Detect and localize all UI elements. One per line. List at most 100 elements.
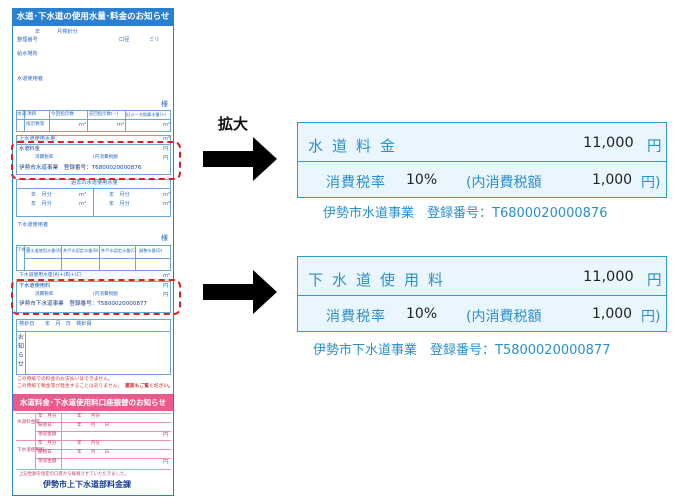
m3-unit-3: m³ <box>163 122 171 128</box>
water-panel-title: 水道料金 <box>308 137 405 155</box>
water-tax-yen: 円 <box>163 155 169 161</box>
sewer-registration: 伊勢市下水道事業 登録番号：T5800020000877 <box>19 301 147 307</box>
notice-box <box>16 319 171 375</box>
past-month-3: 年 月分 <box>31 201 52 207</box>
notice-char-1: 知 <box>18 343 25 350</box>
past-month-4: 年 月分 <box>109 201 130 207</box>
sewer-fee-box <box>16 281 171 313</box>
period-label: 月検針分 <box>57 29 78 35</box>
water-usage-label: 上水道使用水量 <box>19 136 56 142</box>
m3-unit-4: m³ <box>163 136 171 142</box>
autodebit-sewer-date-val: 年 月 日 <box>77 450 110 455</box>
past-m3-3: m³ <box>79 201 87 207</box>
m3-unit-2: m³ <box>117 122 125 128</box>
sewer-panel-yen: 円 <box>647 273 662 289</box>
supply-place-label: 給水場所 <box>17 51 38 57</box>
sewer-tax-in-label: (内消費税額 <box>93 292 118 297</box>
notice-char-2: ら <box>18 352 25 359</box>
m3-unit-1: m³ <box>79 122 87 128</box>
past-usage-title: 過去の水道使用水量 <box>71 180 118 186</box>
meter-row-label: 指示数等 <box>26 122 45 127</box>
water-tax-label: 消費税率 <box>35 155 54 160</box>
bore-unit: ミリ <box>149 37 160 43</box>
autodebit-water-date: 振替日 <box>38 423 52 428</box>
sewer-panel-tax-in-label: (内消費税額 <box>466 309 542 325</box>
note-no-payment: この用紙での料金のお支払いはできません。 <box>17 377 113 382</box>
water-user-label: 水道使用者 <box>17 76 43 82</box>
autodebit-note: 上記金額を指定の口座から振替させていただきました。 <box>19 472 129 477</box>
sewer-col-0: 下水道 <box>17 248 31 253</box>
autodebit-sewer-amount: 領収金額 <box>38 459 57 464</box>
issuer-name: 伊勢市上下水道部料金課 <box>43 480 131 489</box>
water-fee-box <box>16 135 171 175</box>
sewer-col-2: 井戸水認定水量(B) <box>63 248 99 253</box>
meter-col-1: 項目 <box>27 112 37 117</box>
water-panel-tax-label: 消費税率 <box>326 175 386 191</box>
past-m3-4: m³ <box>163 201 171 207</box>
inspection-date: 検針日 年 月 日 検針員 <box>19 321 92 327</box>
autodebit-sewer-group: 下水道使用料 <box>17 448 45 453</box>
autodebit-water-yen: 円 <box>163 432 169 438</box>
sewer-registration-caption: 伊勢市下水道事業 登録番号：T5800020000877 <box>313 343 611 358</box>
autodebit-sewer-date: 振替日 <box>38 450 52 455</box>
notice-char-0: お <box>18 334 25 341</box>
sewer-user-label: 下水道使用者 <box>17 222 49 228</box>
sewer-fee-yen: 円 <box>163 283 169 289</box>
note-no-tax: この用紙で税金等が発生することはありません。 <box>17 384 123 389</box>
water-fee-highlight <box>11 141 181 180</box>
account-number-label: 整理番号 <box>17 37 38 43</box>
sewer-col-3: 井戸水認定水量(C) <box>101 248 137 253</box>
meter-col-2: 今回指示数 <box>51 112 74 117</box>
past-m3-1: m³ <box>79 192 87 198</box>
sewer-panel-title: 下水道使用料 <box>308 271 453 289</box>
past-month-2: 年 月分 <box>109 192 130 198</box>
sewer-fee-label: 下水道使用料 <box>19 283 51 289</box>
water-registration: 伊勢市水道事業 登録番号：T6800020000876 <box>19 165 142 171</box>
water-panel-tax-in-label: (内消費税額 <box>466 175 542 191</box>
past-m3-2: m³ <box>163 192 171 198</box>
sewer-usage-label: 下水道使用水量(A)+(B)+(C) <box>19 273 82 278</box>
zoom-label: 拡大 <box>218 115 249 133</box>
sewer-col-1: 上水道使用水量(A) <box>26 248 62 253</box>
notice-char-3: せ <box>18 361 25 368</box>
meter-col-3: 前回指示数(−) <box>89 112 119 117</box>
bore-label: 口径 <box>119 37 130 43</box>
note-see-back: 裏面もご覧ください。 <box>125 384 173 389</box>
water-panel-tax-yen: 円) <box>641 175 661 191</box>
water-panel-tax-rate: 10% <box>406 172 438 188</box>
autodebit-water-date-val: 年 月 日 <box>77 423 110 428</box>
autodebit-sewer-yen: 円 <box>163 459 169 465</box>
sewer-fee-panel: 下水道使用料 11,000 円 消費税率 10% (内消費税額 1,000 円) <box>297 256 667 332</box>
meter-col-4: 旧メータ換算水量(+) <box>126 112 167 117</box>
honorific: 様 <box>161 100 168 108</box>
water-fee-yen: 円 <box>163 146 169 152</box>
meter-col-0: 水道 <box>17 112 27 117</box>
sewer-panel-tax-amount: 1,000 <box>592 306 633 322</box>
sewer-m3: m³ <box>163 273 171 279</box>
water-panel-tax-amount: 1,000 <box>592 172 633 188</box>
water-panel-amount: 11,000 <box>583 135 634 151</box>
autodebit-sewer-month: 年 月分 <box>38 441 57 446</box>
past-month-1: 年 月分 <box>31 192 52 198</box>
sewer-panel-amount: 11,000 <box>583 269 634 285</box>
sewer-panel-tax-rate: 10% <box>406 306 438 322</box>
water-registration-caption: 伊勢市水道事業 登録番号：T6800020000876 <box>323 206 608 221</box>
autodebit-sewer-month-val: 年 月分 <box>77 441 100 446</box>
sewer-fee-highlight <box>11 279 181 315</box>
water-panel-yen: 円 <box>647 139 662 155</box>
meter-table <box>16 110 171 132</box>
sewer-honorific: 様 <box>161 234 168 242</box>
arrow-right-icon <box>203 137 277 181</box>
arrow-right-icon <box>203 270 277 314</box>
autodebit-water-amount: 領収金額 <box>38 432 57 437</box>
sewer-panel-tax-label: 消費税率 <box>326 309 386 325</box>
sewer-panel-tax-yen: 円) <box>641 309 661 325</box>
sewer-tax-yen: 円 <box>163 292 169 298</box>
autodebit-water-group: 水道料金等 <box>17 420 40 425</box>
water-tax-in-label: (内消費税額 <box>93 155 118 160</box>
period-year: 年 <box>35 29 41 35</box>
slip-title: 水道･下水道の使用水量･料金のお知らせ <box>13 9 173 26</box>
autodebit-water-month-val: 年 月分 <box>77 414 100 419</box>
autodebit-title: 水道料金･下水道使用料口座振替のお知らせ <box>13 394 173 411</box>
sewer-col-4: 調整水量(D) <box>139 248 163 253</box>
